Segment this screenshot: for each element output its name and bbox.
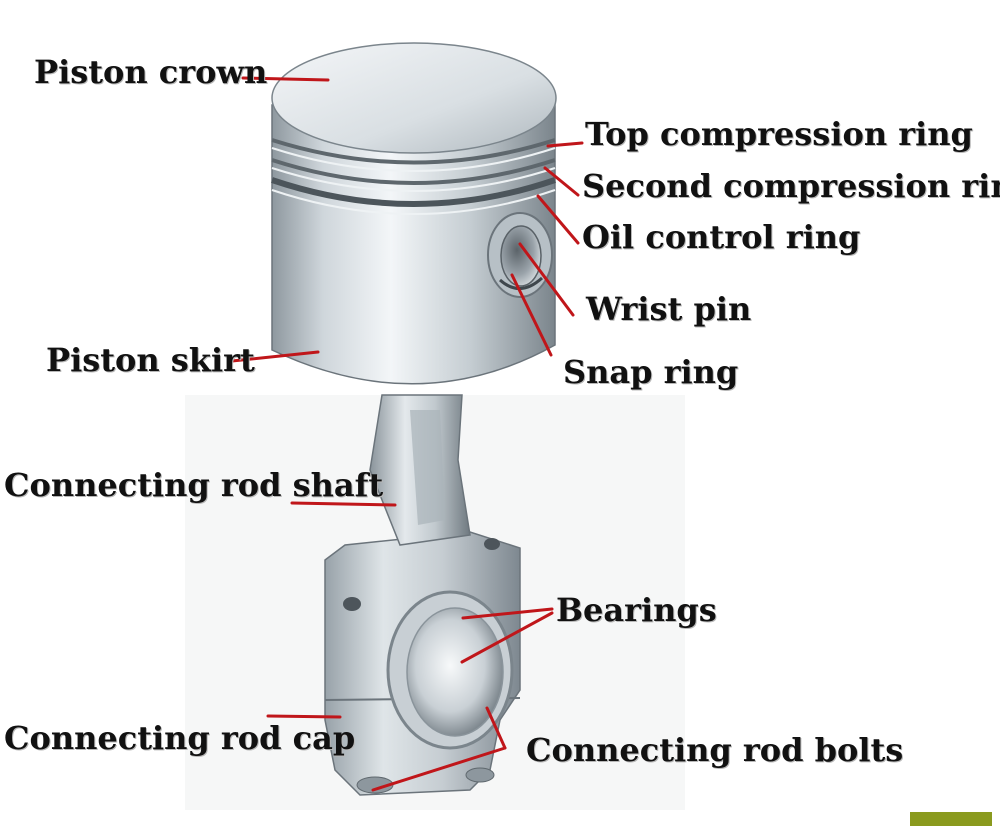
leader-wrist-pin — [518, 242, 575, 317]
label-second-compression-ring: Second compression ring — [582, 167, 1000, 205]
piston — [271, 42, 557, 385]
label-snap-ring: Snap ring — [563, 353, 739, 391]
ring-groove — [271, 138, 556, 165]
leader-bearing-upper — [461, 607, 554, 620]
label-piston-crown: Piston crown — [34, 53, 268, 91]
leader-lines — [230, 76, 584, 792]
leader-piston-crown — [241, 76, 330, 82]
connecting-rod-big-end — [324, 531, 521, 796]
snap-ring — [498, 276, 544, 290]
label-connecting-rod-shaft: Connecting rod shaft — [4, 466, 384, 504]
label-connecting-rod-cap: Connecting rod cap — [4, 719, 356, 757]
leader-second-compression-ring — [543, 166, 580, 197]
corner-accent-bar — [910, 812, 992, 826]
leader-top-compression-ring — [546, 141, 584, 148]
leader-connecting-rod-cap — [266, 714, 342, 719]
bolt-hole — [343, 597, 361, 611]
leader-bolt-rear — [485, 706, 507, 750]
ring-groove — [271, 158, 556, 185]
bolt-head — [465, 767, 495, 783]
leader-oil-control-ring — [536, 194, 580, 245]
wrist-pin — [500, 225, 542, 287]
leader-bolt-front — [371, 746, 507, 792]
leader-snap-ring — [510, 273, 553, 357]
rod-web — [410, 410, 445, 525]
leader-connecting-rod-shaft — [290, 501, 397, 507]
label-connecting-rod-bolts: Connecting rod bolts — [526, 731, 904, 769]
label-wrist-pin: Wrist pin — [586, 290, 752, 328]
label-piston-skirt: Piston skirt — [46, 341, 255, 379]
big-end-bore — [406, 607, 504, 737]
ring-groove — [271, 177, 556, 207]
label-oil-control-ring: Oil control ring — [582, 218, 861, 256]
bolt-hole — [484, 538, 500, 550]
leader-piston-skirt — [230, 350, 320, 363]
leader-bearing-lower — [460, 611, 554, 664]
label-top-compression-ring: Top compression ring — [585, 115, 973, 153]
piston-crown-surface — [271, 42, 557, 154]
label-bearings: Bearings — [556, 591, 717, 629]
